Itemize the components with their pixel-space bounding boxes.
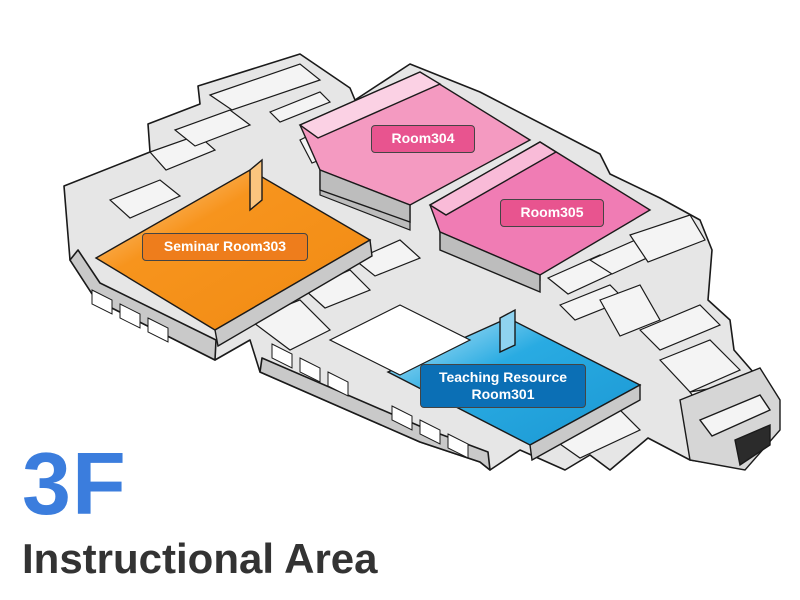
floor-number: 3F: [22, 434, 127, 533]
front-windows: [91, 289, 469, 459]
courtyard: [328, 304, 472, 376]
room-label-304[interactable]: Room304: [371, 125, 475, 153]
room-label-seminar-303[interactable]: Seminar Room303: [142, 233, 308, 261]
room-label-305[interactable]: Room305: [500, 199, 604, 227]
east-wing: [679, 367, 781, 471]
room-label-teaching-resource-301[interactable]: Teaching Resource Room301: [420, 364, 586, 408]
area-title: Instructional Area: [22, 535, 378, 582]
